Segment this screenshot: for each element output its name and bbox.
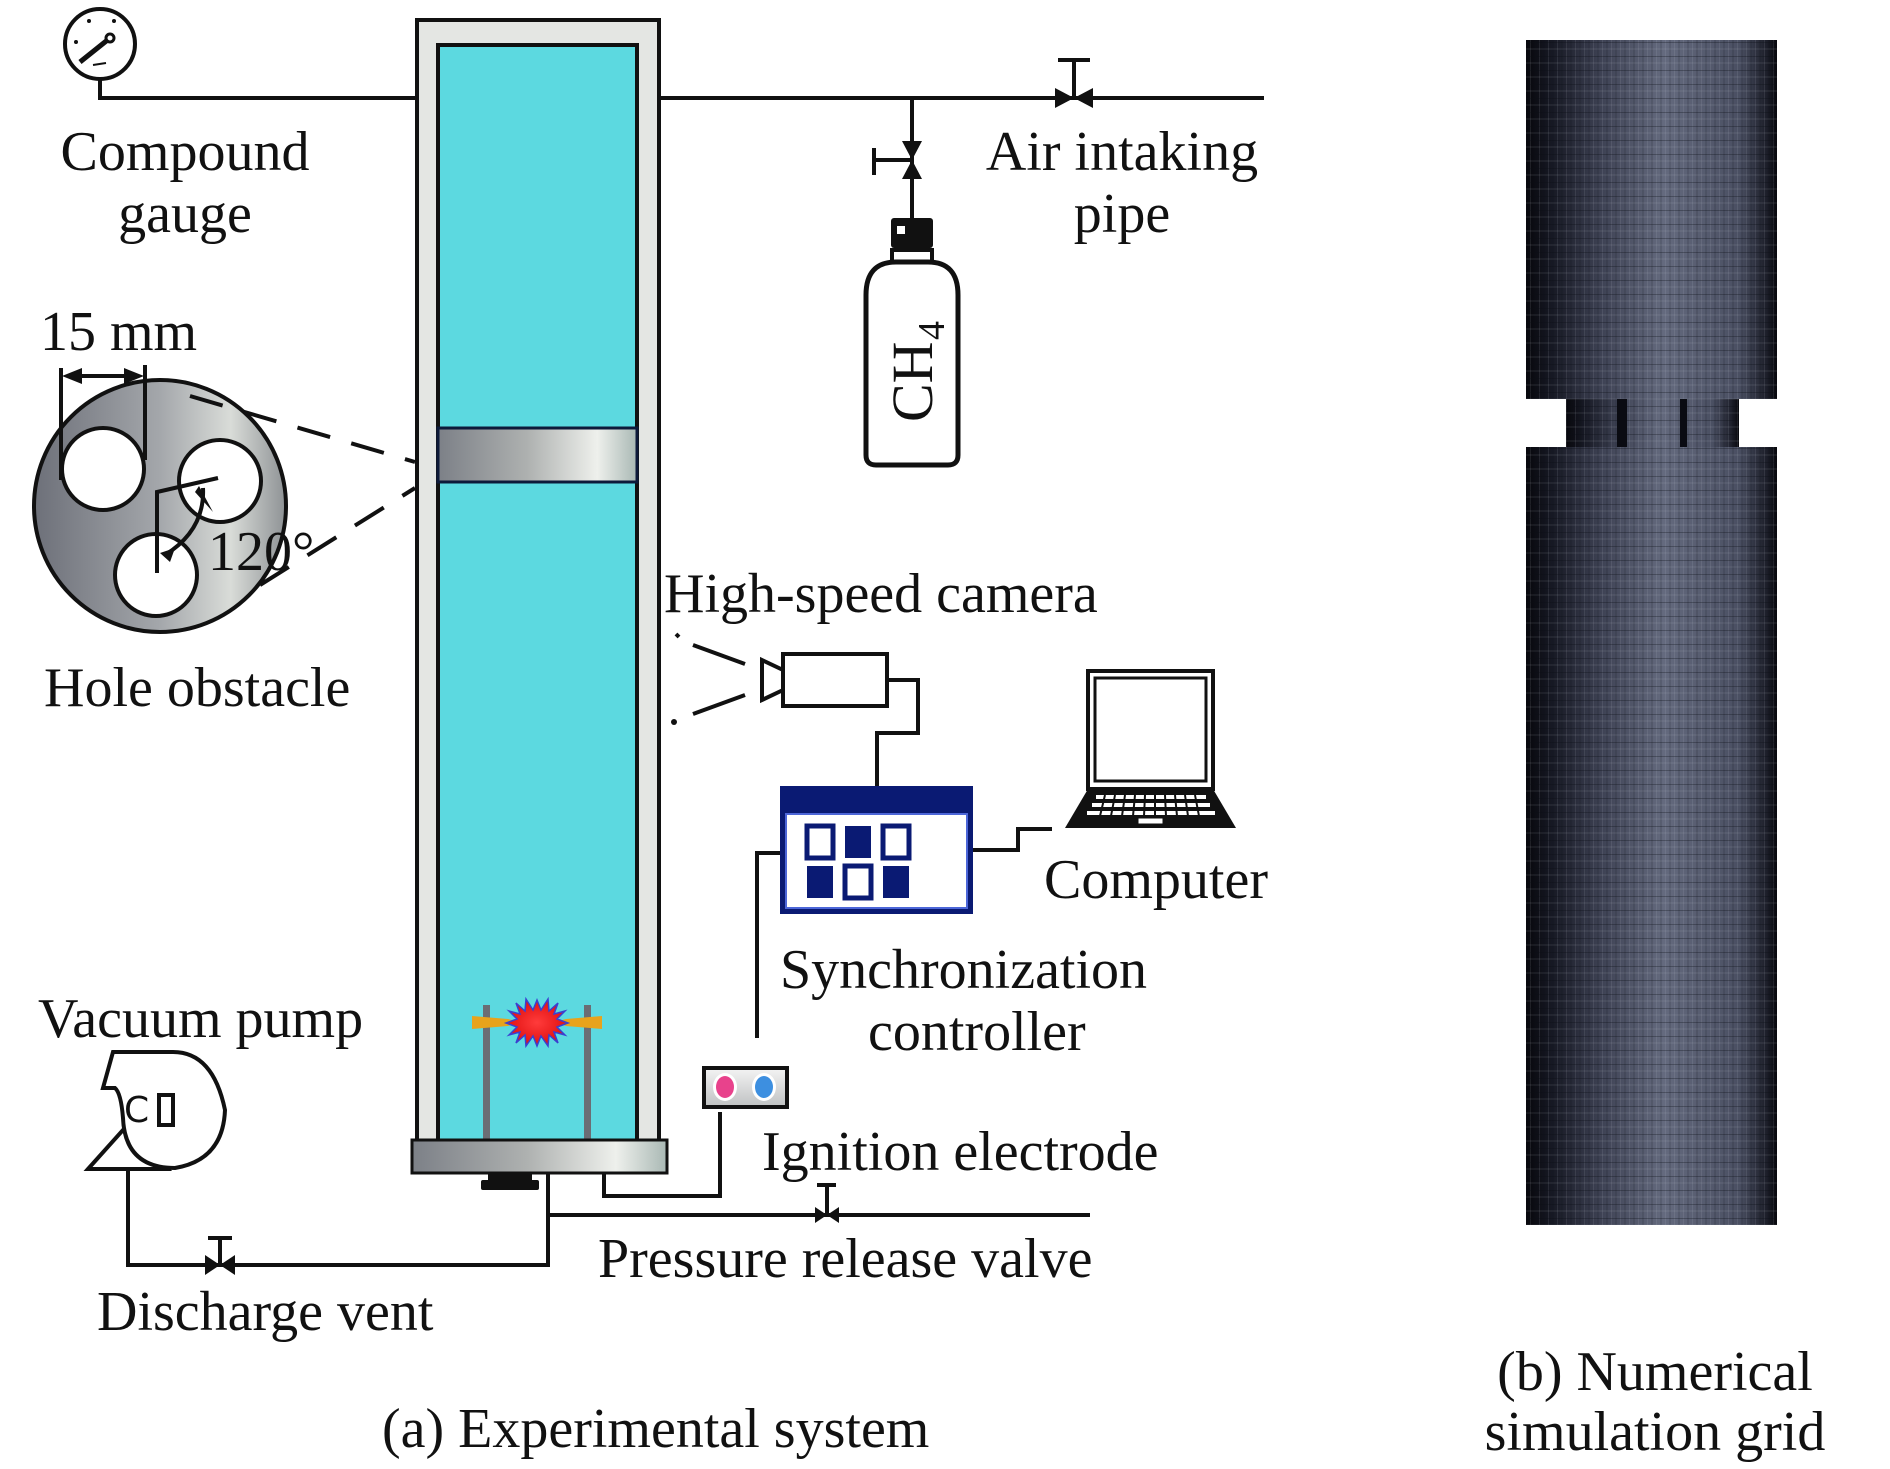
panel-b-caption-1: (b) Numerical: [1497, 1341, 1813, 1403]
camera-controller-wire: [875, 678, 920, 788]
panel-a-caption: (a) Experimental system: [382, 1398, 929, 1460]
panel-a-experimental-system: Compound gauge Air intaking pipe CH 4: [32, 7, 1268, 1460]
compound-gauge-icon: [63, 7, 137, 81]
spark-icon: [503, 996, 571, 1049]
vacuum-pump-icon: C: [83, 1050, 228, 1171]
hole-obstacle-label: Hole obstacle: [44, 657, 350, 719]
pressure-release-valve-label: Pressure release valve: [598, 1228, 1092, 1290]
dimension-arrow: [59, 365, 147, 480]
pressure-release-valve-icon: [815, 1183, 839, 1223]
sync-controller-label-2: controller: [868, 1001, 1086, 1063]
high-speed-camera-icon: [671, 632, 889, 725]
panel-b-caption-2: simulation grid: [1485, 1401, 1826, 1463]
high-speed-camera-label: High-speed camera: [664, 563, 1098, 625]
ch4-valve-icon: [872, 141, 922, 179]
ignition-indicator-icon: [702, 1066, 789, 1109]
base-flange: [488, 1173, 532, 1180]
sync-controller-label-1: Synchronization: [780, 939, 1147, 1001]
mesh-upper-section: [1526, 40, 1777, 399]
mesh-lower-section: [1526, 447, 1777, 1225]
electrode-rod-left: [483, 1005, 490, 1143]
vacuum-pump-label: Vacuum pump: [38, 988, 363, 1050]
ch4-label: CH: [880, 341, 945, 422]
panel-b-simulation-grid: (b) Numerical simulation grid: [1485, 40, 1826, 1463]
dimension-label: 15 mm: [40, 301, 197, 363]
hole-obstacle-disk: [32, 378, 288, 634]
combustion-tube: [410, 18, 669, 1190]
air-intake-label-1: Air intaking: [986, 121, 1258, 183]
computer-label: Computer: [1044, 849, 1268, 911]
zoom-callout-lines: [189, 394, 417, 587]
synchronization-controller-icon: [780, 786, 973, 914]
vacuum-discharge-pipe: [126, 1170, 550, 1267]
electrode-tip-right: [555, 1016, 602, 1029]
ch4-cylinder-icon: CH 4: [863, 218, 961, 468]
angle-label: 120°: [208, 521, 314, 583]
computer-laptop-icon: [1065, 669, 1236, 828]
controller-igniter-wire: [755, 851, 780, 1038]
ignition-electrode-label: Ignition electrode: [762, 1121, 1159, 1183]
ch4-subscript: 4: [911, 321, 953, 340]
electrode-wire: [602, 1112, 722, 1198]
electrode-tip-left: [472, 1016, 520, 1029]
compound-gauge-label-2: gauge: [118, 183, 252, 245]
electrode-rod-right: [584, 1005, 591, 1143]
base-plate: [410, 1138, 669, 1175]
discharge-vent-label: Discharge vent: [97, 1281, 434, 1343]
base-foot: [481, 1180, 539, 1190]
air-intake-valve-icon: [1055, 58, 1093, 108]
compound-gauge-label-1: Compound: [61, 121, 310, 183]
controller-computer-wire: [970, 827, 1052, 852]
obstacle-plate: [436, 426, 639, 484]
mesh-obstacle-section: [1566, 399, 1739, 447]
pump-letter: C: [124, 1090, 149, 1131]
air-intake-label-2: pipe: [1074, 183, 1170, 245]
gauge-pipe: [98, 72, 418, 100]
discharge-vent-valve-icon: [205, 1236, 235, 1275]
